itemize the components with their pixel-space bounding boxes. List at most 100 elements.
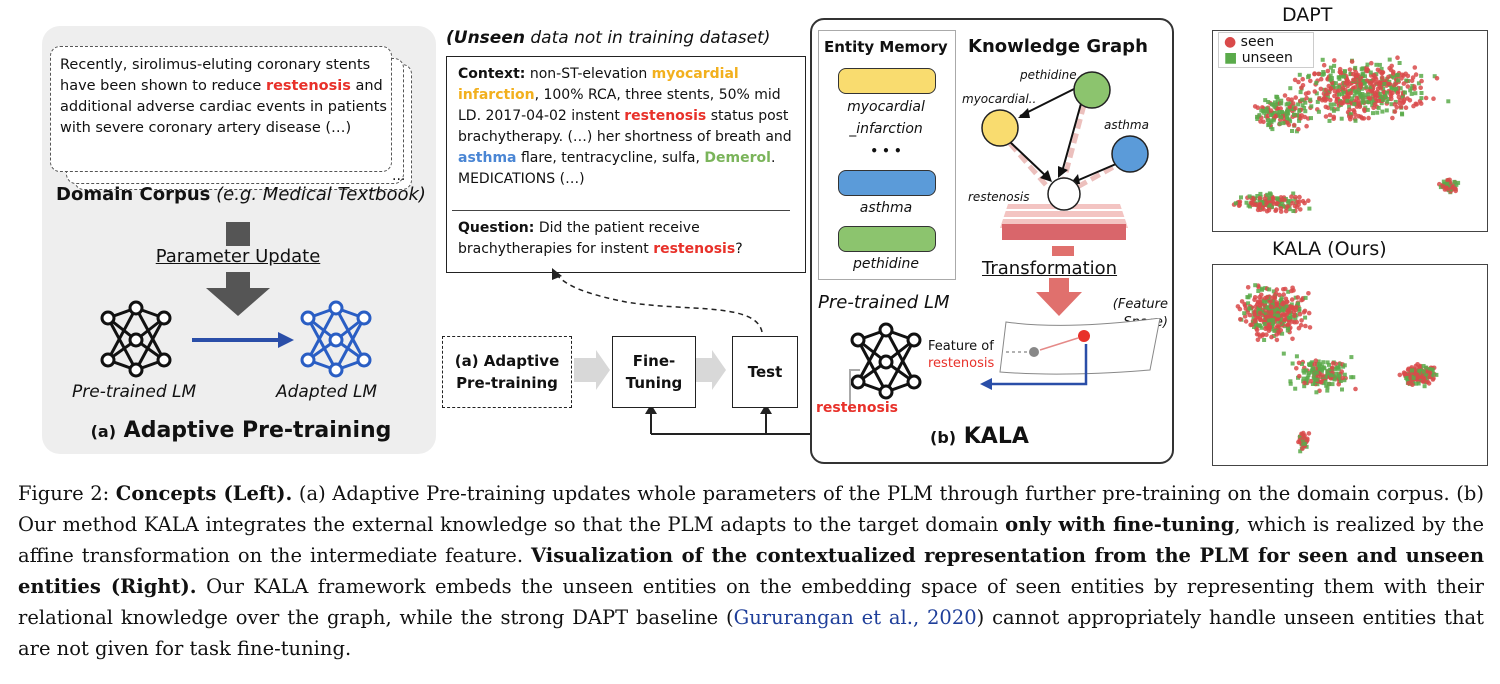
unseen-point [1313, 380, 1318, 385]
seen-point [1389, 96, 1394, 102]
entity-memory-box [818, 30, 956, 280]
seen-point [1369, 88, 1375, 94]
unseen-point [1302, 441, 1307, 446]
seen-point [1413, 371, 1419, 377]
seen-point [1397, 372, 1403, 378]
memory-vector-myocardial [838, 68, 936, 94]
seen-point [1353, 386, 1358, 392]
unseen-point [1303, 368, 1308, 373]
unseen-point [1417, 368, 1422, 373]
unseen-point [1263, 98, 1268, 103]
unseen-point [1332, 377, 1337, 382]
unseen-point [1383, 94, 1388, 99]
unseen-point [1318, 362, 1323, 367]
citation-link[interactable]: Gururangan et al., 2020 [733, 606, 977, 629]
transformation-label: Transformation [982, 258, 1118, 279]
unseen-point [1246, 295, 1251, 300]
unseen-point [1306, 371, 1311, 376]
unseen-point [1257, 113, 1262, 118]
unseen-point [1331, 108, 1336, 113]
unseen-point [1333, 81, 1338, 86]
unseen-point [1385, 99, 1390, 104]
seen-point [1372, 73, 1377, 78]
seen-point [1321, 62, 1327, 68]
seen-point [1418, 85, 1423, 91]
unseen-point [1374, 62, 1379, 67]
seen-point [1255, 315, 1261, 320]
seen-point [1392, 109, 1398, 114]
unseen-point [1326, 89, 1331, 94]
knowledge-graph-title: Knowledge Graph [968, 36, 1148, 57]
seen-point [1281, 287, 1286, 292]
seen-point [1403, 71, 1408, 77]
unseen-point [1379, 66, 1384, 71]
panel-a-caption: (a) Adaptive Pre-training [90, 418, 392, 443]
unseen-point [1281, 351, 1286, 356]
seen-point [1261, 206, 1266, 212]
unseen-point [1323, 375, 1328, 380]
seen-point [1373, 77, 1379, 82]
dapt-scatter-plot [1231, 55, 1461, 214]
seen-point [1425, 379, 1430, 385]
seen-point [1331, 114, 1337, 120]
seen-point [1268, 304, 1274, 310]
pretrained-to-adapted-diagram [100, 300, 372, 378]
unseen-point [1272, 328, 1277, 333]
corpus-page-front [50, 46, 392, 172]
unseen-point [1314, 377, 1319, 382]
seen-point [1358, 81, 1363, 86]
unseen-point [1408, 88, 1413, 93]
unseen-point [1315, 99, 1320, 104]
kg-node-asthma [1111, 135, 1149, 173]
seen-point [1285, 322, 1291, 328]
legend-items: ● seen ■ unseen [1224, 34, 1293, 66]
unseen-point [1306, 75, 1311, 80]
unseen-point [1371, 111, 1375, 116]
unseen-point [1398, 86, 1403, 91]
unseen-point [1267, 121, 1272, 125]
seen-point [1330, 361, 1336, 366]
seen-point [1279, 197, 1284, 202]
seen-point [1319, 379, 1324, 385]
kala-caption: (b) KALA [930, 424, 1029, 449]
unseen-point [1334, 375, 1339, 380]
unseen-point [1291, 209, 1296, 213]
unseen-point [1293, 316, 1298, 321]
seen-point [1372, 102, 1378, 107]
unseen-point [1296, 301, 1301, 306]
seen-point [1249, 200, 1255, 205]
unseen-point [1413, 91, 1418, 96]
kg-label-restenosis: restenosis [968, 190, 1030, 204]
unseen-point [1279, 110, 1284, 115]
seen-point [1361, 116, 1367, 121]
unseen-point [1298, 449, 1303, 454]
seen-point [1235, 304, 1241, 309]
seen-point [1271, 201, 1277, 206]
unseen-point [1339, 116, 1344, 121]
figure-caption: Figure 2: Concepts (Left). (a) Adaptive … [18, 482, 1485, 660]
unseen-point [1280, 308, 1285, 313]
flow-test: Test [732, 336, 798, 408]
entity-demerol: Demerol [704, 150, 771, 166]
seen-point [1237, 202, 1242, 208]
seen-point [1281, 301, 1286, 306]
seen-point [1380, 70, 1385, 75]
seen-point [1299, 297, 1304, 303]
unseen-point [1365, 99, 1370, 104]
seen-point [1303, 323, 1308, 329]
seen-point [1286, 97, 1291, 102]
question-entity-restenosis: restenosis [653, 241, 736, 257]
unseen-point [1345, 98, 1350, 103]
unseen-point [1309, 370, 1314, 375]
seen-point [1289, 194, 1294, 199]
unseen-point [1290, 361, 1295, 366]
unseen-point [1302, 370, 1307, 375]
seen-point [1325, 68, 1331, 74]
memory-label-asthma: asthma [859, 200, 913, 216]
unseen-point [1284, 304, 1289, 309]
seen-point [1399, 76, 1404, 81]
seen-point [1308, 78, 1313, 84]
unseen-point [1271, 321, 1276, 326]
unseen-point [1277, 121, 1282, 126]
unseen-point [1332, 63, 1337, 68]
